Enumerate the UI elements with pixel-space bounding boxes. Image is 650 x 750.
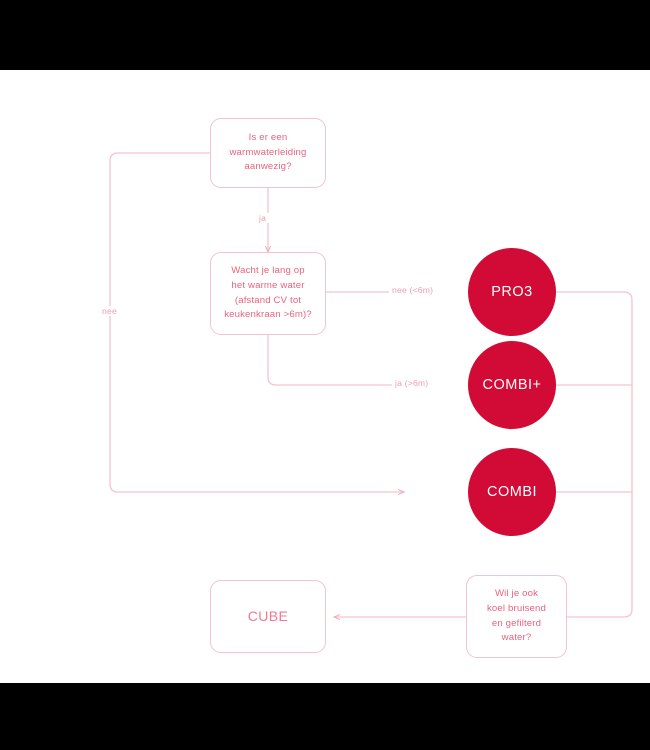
edge-label-ja-boven-6m: ja (>6m) (392, 378, 432, 388)
node-result-pro3[interactable]: PRO3 (468, 248, 556, 336)
edge-pro3-q3 (556, 291, 633, 618)
q1-line-2: warmwaterleiding (229, 146, 307, 158)
edge-q2-combiplus (267, 335, 404, 385)
node-result-cube[interactable]: CUBE (210, 580, 326, 653)
node-result-combi-label: COMBI (486, 484, 538, 500)
q3-line-4: water? (501, 632, 532, 644)
q3-line-1: Wil je ook (494, 587, 539, 599)
node-question-warmwaterleiding[interactable]: Is er een warmwaterleiding aanwezig? (210, 118, 326, 188)
node-question-wachttijd-text: Wacht je lang op het warme water (afstan… (224, 264, 312, 323)
q3-line-3: en gefilterd (491, 617, 542, 629)
edge-label-nee-onder-6m: nee (<6m) (389, 285, 437, 295)
q2-line-1: Wacht je lang op (231, 264, 305, 276)
q2-line-3: (afstand CV tot (234, 294, 302, 306)
node-question-bruisend-water-text: Wil je ook koel bruisend en gefilterd wa… (487, 587, 546, 646)
q2-line-4: keukenkraan >6m)? (224, 309, 312, 321)
node-question-warmwaterleiding-text: Is er een warmwaterleiding aanwezig? (229, 131, 306, 176)
q1-line-1: Is er een (248, 131, 288, 143)
edge-label-ja: ja (256, 213, 270, 223)
node-result-combiplus-label: COMBI+ (482, 377, 542, 393)
q1-line-3: aanwezig? (244, 161, 292, 173)
letterbox-bottom (0, 683, 650, 750)
q3-line-2: koel bruisend (486, 602, 547, 614)
edge-label-nee: nee (99, 306, 120, 316)
node-result-combiplus[interactable]: COMBI+ (468, 341, 556, 429)
node-result-combi[interactable]: COMBI (468, 448, 556, 536)
node-result-cube-label: CUBE (247, 607, 289, 624)
node-result-pro3-label: PRO3 (491, 284, 533, 300)
node-question-bruisend-water[interactable]: Wil je ook koel bruisend en gefilterd wa… (466, 575, 567, 658)
letterbox-top (0, 0, 650, 70)
flowchart-canvas: Is er een warmwaterleiding aanwezig? Wac… (0, 70, 650, 683)
node-question-wachttijd[interactable]: Wacht je lang op het warme water (afstan… (210, 252, 326, 335)
q2-line-2: het warme water (231, 279, 305, 291)
